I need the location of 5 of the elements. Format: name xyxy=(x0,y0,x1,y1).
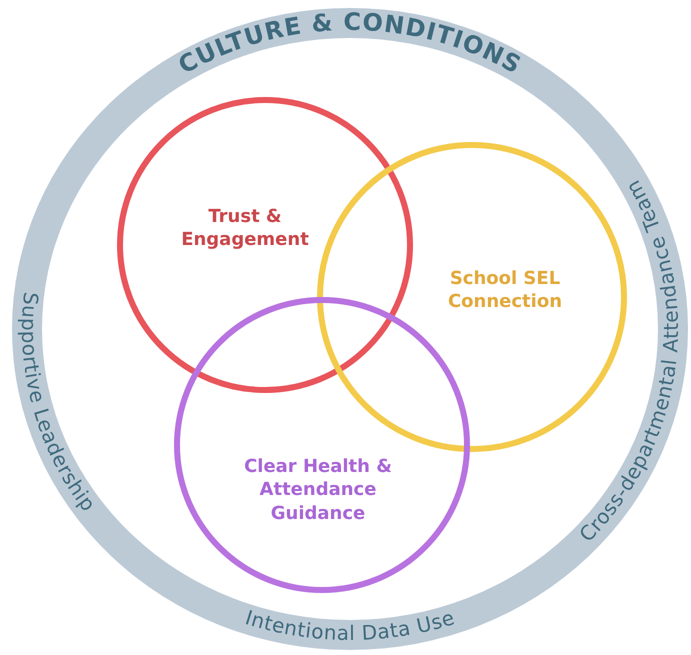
ring-label: Intentional Data Use xyxy=(242,605,458,646)
circle-label: Trust & Engagement xyxy=(180,204,310,252)
circle-label: Clear Health & Attendance Guidance xyxy=(243,454,393,526)
venn-circle xyxy=(117,97,413,393)
circle-label: School SEL Connection xyxy=(446,266,564,314)
